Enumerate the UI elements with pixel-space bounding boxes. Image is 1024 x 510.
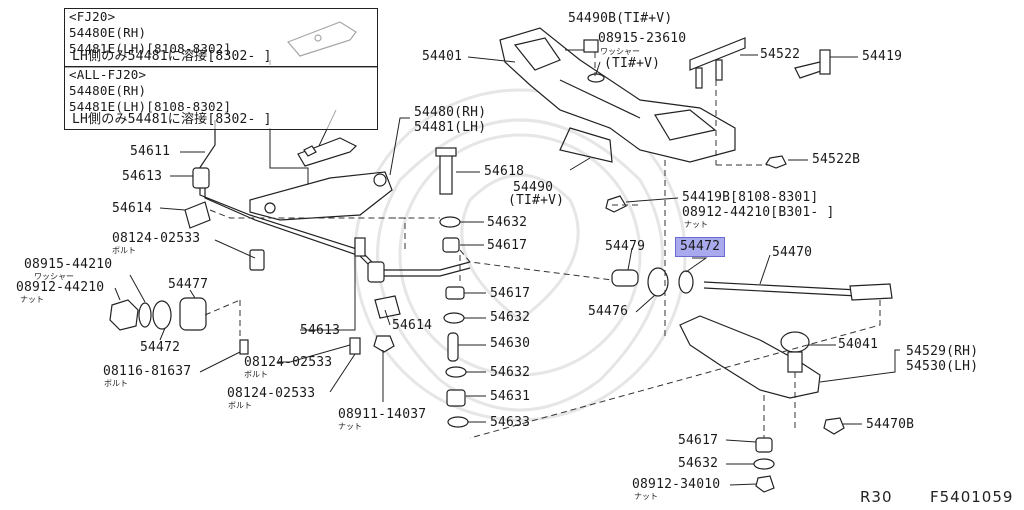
label-54617-middle: 54617 (490, 286, 531, 301)
label-54470: 54470 (772, 245, 813, 260)
label-54480: 54480(RH) (414, 105, 487, 120)
callout-box-fj20-line-4: LH側のみ54481に溶接[8302- ] (72, 49, 272, 64)
label-08915-23610-spec: (TI#+V) (604, 56, 661, 71)
bushing-stack-left (109, 297, 207, 331)
callout-box-fj20-line-1: <FJ20> (69, 9, 116, 24)
assembly-lines (204, 52, 881, 439)
label-54477: 54477 (168, 277, 209, 292)
label-54522: 54522 (760, 47, 801, 62)
label-54613-lower: 54613 (300, 323, 341, 338)
label-08116-81637-sub: ボルト (104, 379, 128, 388)
callout-box-all-line-2: 54480E(RH) (69, 83, 147, 98)
label-54530: 54530(LH) (906, 359, 979, 374)
callout-box-fj20-line-2: 54480E(RH) (69, 25, 147, 40)
label-54617-upper: 54617 (487, 238, 528, 253)
model-code: R30 (860, 488, 893, 506)
label-54490b: 54490B(TI#+V) (568, 11, 673, 26)
label-08124-02533-middle: 08124-02533 (244, 355, 333, 370)
label-54472-lower: 54472 (140, 340, 181, 355)
label-54633: 54633 (490, 415, 531, 430)
label-54472-highlighted[interactable]: 54472 (674, 237, 726, 257)
label-54419b: 54419B[8108-8301] (682, 190, 819, 205)
label-54617-lower: 54617 (678, 433, 719, 448)
label-08124-02533-middle-sub: ボルト (244, 370, 268, 379)
bracket-54480 (249, 171, 393, 221)
label-54041: 54041 (838, 337, 879, 352)
label-08915-23610-sub: ワッシャー (600, 47, 640, 56)
label-54613-upper: 54613 (122, 169, 163, 184)
label-08912-44210-upper-sub: ナット (684, 220, 708, 229)
label-08912-34010: 08912-34010 (632, 477, 721, 492)
label-54618: 54618 (484, 164, 525, 179)
hardware (184, 37, 831, 428)
callout-box-all: <ALL-FJ20> 54480E(RH) 54481E(LH)[8108-83… (64, 66, 378, 130)
label-54630: 54630 (490, 336, 531, 351)
label-54481: 54481(LH) (414, 120, 487, 135)
label-08915-44210: 08915-44210 (24, 257, 113, 272)
label-08911-14037-sub: ナット (338, 422, 362, 431)
label-08124-02533-upper: 08124-02533 (112, 231, 201, 246)
label-54490: 54490 (513, 180, 554, 195)
label-08912-44210-upper: 08912-44210[B301- ] (682, 205, 835, 220)
label-08124-02533-upper-sub: ボルト (112, 246, 136, 255)
label-54614-upper: 54614 (112, 201, 153, 216)
tension-rod-54470 (611, 267, 893, 301)
label-08912-34010-sub: ナット (634, 492, 658, 501)
label-54529: 54529(RH) (906, 344, 979, 359)
label-08912-44210-left: 08912-44210 (16, 280, 105, 295)
label-08915-23610: 08915-23610 (598, 31, 687, 46)
leader-lines (114, 49, 900, 486)
label-54401: 54401 (422, 49, 463, 64)
label-08124-02533-lower-sub: ボルト (228, 401, 252, 410)
label-54611: 54611 (130, 144, 171, 159)
label-08915-44210-sub: ワッシャー (34, 272, 74, 281)
transverse-link (679, 315, 845, 493)
label-54419: 54419 (862, 49, 903, 64)
label-54632-bottom: 54632 (678, 456, 719, 471)
callout-box-all-line-3: 54481E(LH)[8108-8302] (69, 99, 232, 114)
callout-box-all-line-4: LH側のみ54481に溶接[8302- ] (72, 112, 272, 127)
label-08124-02533-lower: 08124-02533 (227, 386, 316, 401)
label-54632-middle: 54632 (490, 310, 531, 325)
label-54631: 54631 (490, 389, 531, 404)
label-54490-spec: (TI#+V) (508, 193, 565, 208)
label-54632-upper: 54632 (487, 215, 528, 230)
bracket-part-all (297, 137, 358, 167)
label-54476: 54476 (588, 304, 629, 319)
label-54479: 54479 (605, 239, 646, 254)
label-54632-lower: 54632 (490, 365, 531, 380)
label-54470b: 54470B (866, 417, 915, 432)
callout-box-fj20-line-3: 54481E(LH)[8108-8302] (69, 41, 232, 56)
callout-box-all-line-1: <ALL-FJ20> (69, 67, 147, 82)
diagram-code: F5401059 (930, 488, 1014, 506)
crossmember-54401 (499, 27, 736, 163)
label-08116-81637: 08116-81637 (103, 364, 192, 379)
label-54614-lower: 54614 (392, 318, 433, 333)
label-08911-14037: 08911-14037 (338, 407, 427, 422)
label-08912-44210-left-sub: ナット (20, 295, 44, 304)
callout-box-fj20: <FJ20> 54480E(RH) 54481E(LH)[8108-8302] (64, 8, 378, 68)
label-54522b: 54522B (812, 152, 861, 167)
